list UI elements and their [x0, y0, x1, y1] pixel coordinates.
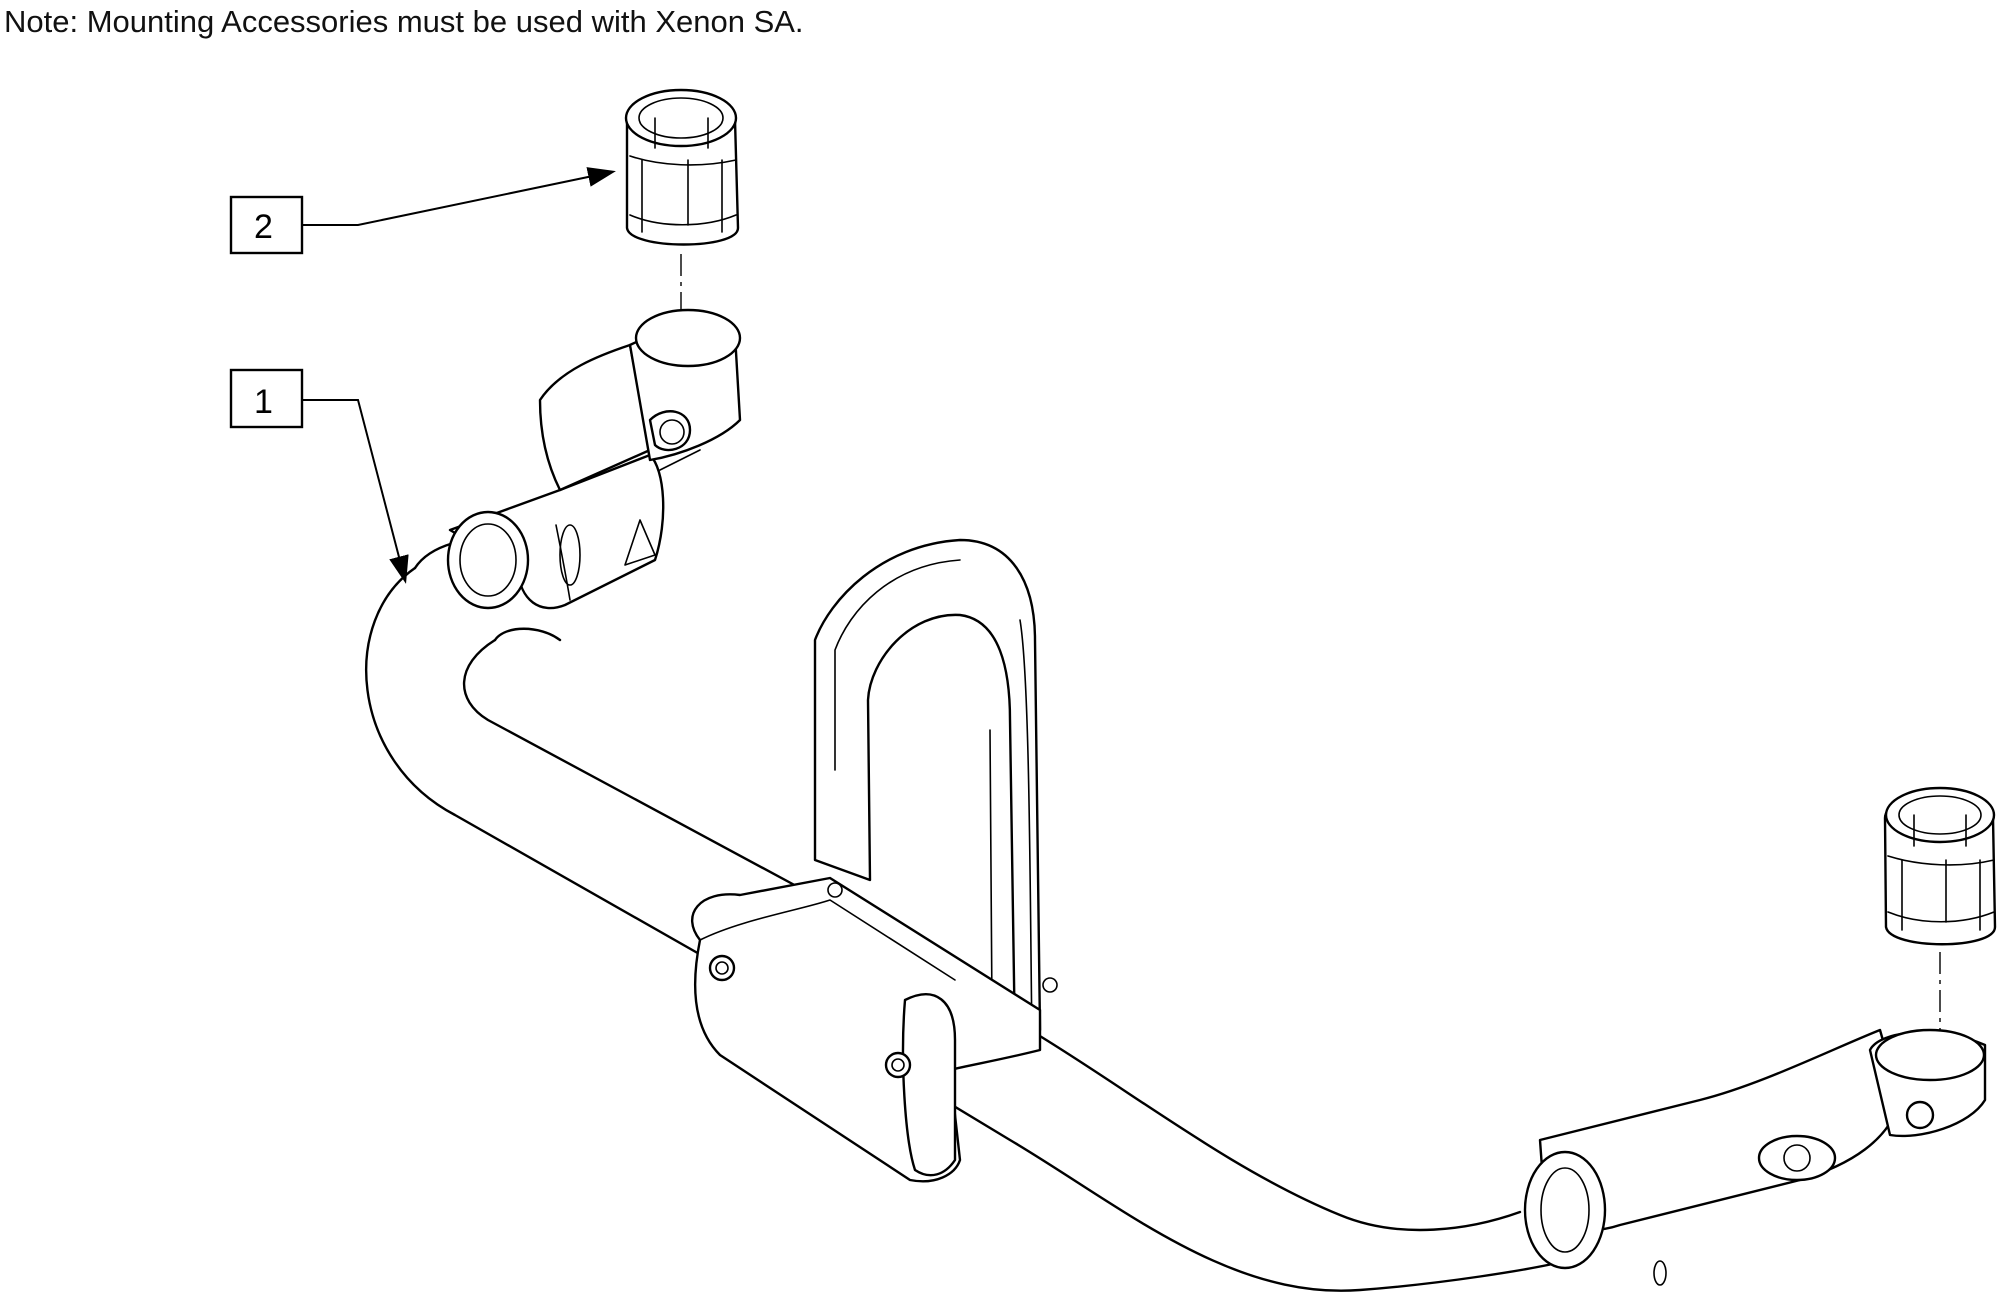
callout-1-box — [229, 368, 304, 429]
callout-2-box — [229, 195, 304, 255]
main-bar-assembly — [365, 308, 1987, 1292]
callout-1-label: 1 — [254, 383, 273, 421]
note-text: Note: Mounting Accessories must be used … — [4, 4, 804, 39]
sleeve-insert-top — [624, 88, 740, 246]
callout-1-group: 1 — [229, 368, 409, 584]
callout-2-leader — [302, 167, 616, 226]
callout-1-leader — [302, 399, 409, 584]
sleeve-insert-right — [1883, 786, 1997, 946]
callout-2-group: 2 — [229, 167, 616, 255]
callout-2-label: 2 — [254, 208, 273, 246]
